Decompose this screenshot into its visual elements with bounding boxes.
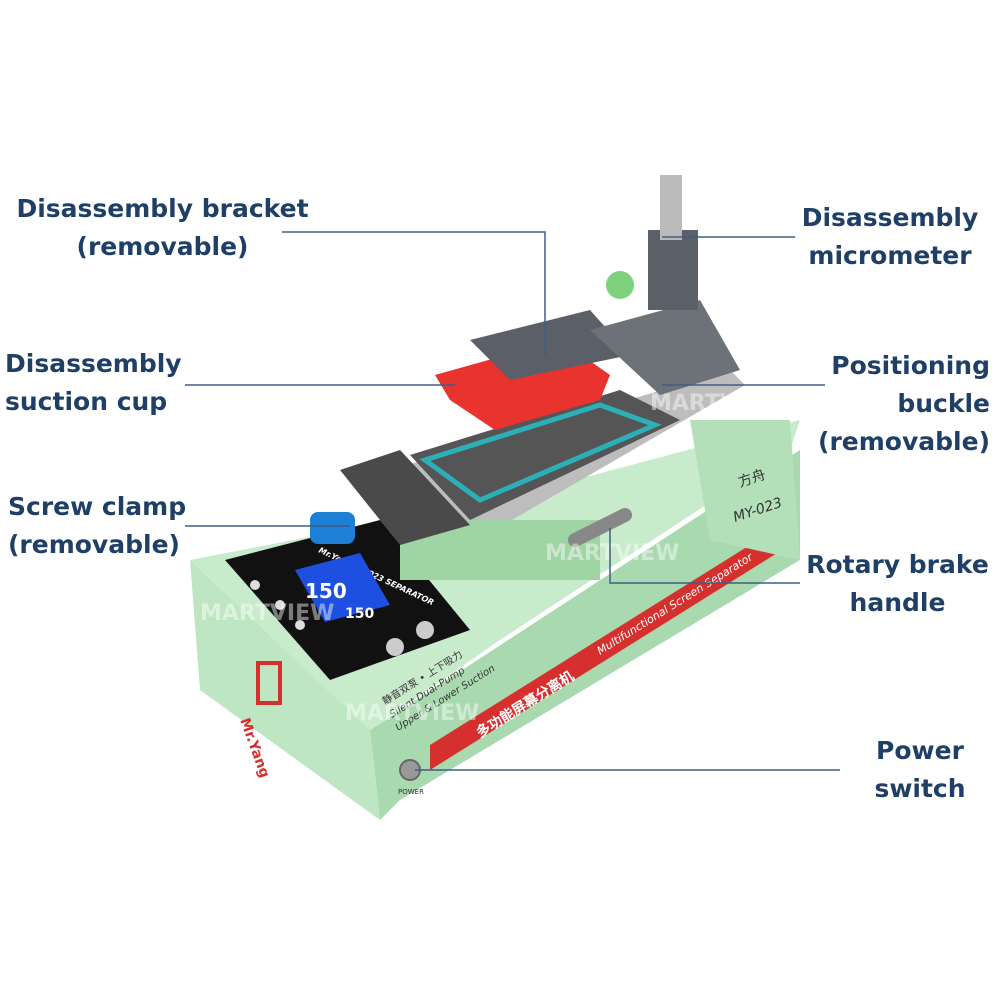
callout-positioning-buckle: Positioning buckle (removable) xyxy=(818,347,990,461)
callout-line: Disassembly xyxy=(5,349,182,378)
rotary-brake-handle[interactable] xyxy=(568,508,632,547)
brand-logo-icon xyxy=(256,661,282,705)
callout-power-switch: Power switch xyxy=(860,732,980,808)
positioning-buckle[interactable] xyxy=(590,300,740,395)
right-tower xyxy=(690,420,800,560)
callout-line: suction cup xyxy=(5,387,168,416)
callout-line: (removable) xyxy=(8,530,180,559)
watermark: MARTVIEW xyxy=(650,391,784,416)
disassembly-bracket[interactable] xyxy=(470,310,630,380)
callout-line: Power xyxy=(876,736,964,765)
screw-clamp-knob[interactable] xyxy=(310,512,355,544)
callout-line: Positioning xyxy=(831,351,990,380)
callout-line: switch xyxy=(874,774,966,803)
watermark: MARTVIEW xyxy=(345,701,479,726)
callout-line: Screw clamp xyxy=(8,492,187,521)
panel-button[interactable] xyxy=(295,620,305,630)
worktable xyxy=(410,390,680,520)
panel-button[interactable] xyxy=(416,621,434,639)
panel-button[interactable] xyxy=(386,638,404,656)
micrometer[interactable] xyxy=(660,175,682,240)
leader-brake xyxy=(609,528,800,584)
callout-screw-clamp: Screw clamp (removable) xyxy=(8,488,186,564)
green-knob[interactable] xyxy=(606,271,634,299)
callout-micrometer: Disassembly micrometer xyxy=(790,199,990,275)
callout-suction-cup: Disassembly suction cup xyxy=(5,345,182,421)
watermark: MARTVIEW xyxy=(545,541,679,566)
callout-line: buckle xyxy=(897,389,990,418)
callout-line: Disassembly xyxy=(801,203,979,232)
lcd-display xyxy=(295,553,390,622)
micrometer-housing xyxy=(648,230,698,310)
callout-disassembly-bracket: Disassembly bracket (removable) xyxy=(10,190,315,266)
callout-line: (removable) xyxy=(76,232,249,261)
callout-line: (removable) xyxy=(818,427,990,456)
callout-line: Rotary brake xyxy=(806,550,989,579)
callout-line: micrometer xyxy=(808,241,972,270)
panel-button[interactable] xyxy=(275,600,285,610)
watermark: MARTVIEW xyxy=(200,601,334,626)
display-top-value: 150 xyxy=(305,579,347,603)
callout-line: Disassembly bracket xyxy=(16,194,309,223)
machine-body-left xyxy=(190,560,380,820)
power-label: POWER xyxy=(398,788,424,796)
frame-glass xyxy=(419,402,662,503)
display-bottom-value: 150 xyxy=(345,606,374,622)
panel-button[interactable] xyxy=(250,580,260,590)
callout-rotary-brake: Rotary brake handle xyxy=(800,546,995,622)
leader-bracket xyxy=(282,231,546,355)
callout-line: handle xyxy=(849,588,946,617)
screw-clamp-block xyxy=(340,450,470,545)
